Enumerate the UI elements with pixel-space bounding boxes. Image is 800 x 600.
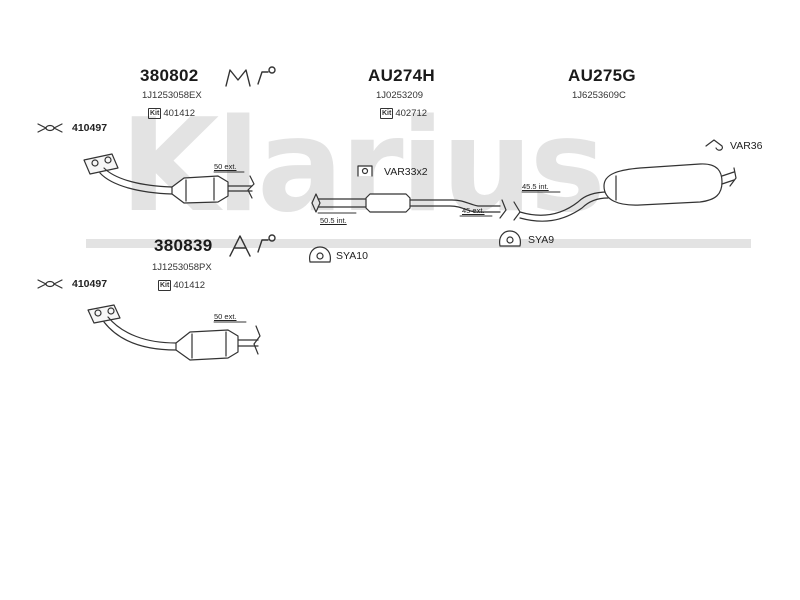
middle-silencer — [311, 193, 507, 219]
hanger-label-var33: VAR33x2 — [384, 166, 428, 178]
gasket-label-bottom: 410497 — [72, 278, 108, 290]
gasket-label-top: 410497 — [72, 122, 108, 134]
hanger-label-var36: VAR36 — [730, 140, 763, 152]
kit-number: 401412 — [163, 108, 196, 119]
hanger-glyphs — [309, 139, 723, 263]
kit-icon: Kit — [148, 108, 162, 119]
hanger-label-sya9: SYA9 — [528, 234, 555, 246]
fitting-type-glyphs — [225, 66, 276, 257]
catalytic-converter-bottom — [87, 304, 261, 361]
rear-silencer — [513, 163, 737, 222]
part-number-au275g: AU275G — [568, 66, 636, 85]
oem-number: 1J6253609C — [572, 90, 626, 101]
dimension-label: 45.5 int. — [522, 182, 549, 191]
kit-number: 401412 — [173, 280, 206, 291]
kit-icon: Kit — [380, 108, 394, 119]
oem-number: 1J0253209 — [376, 90, 424, 101]
dimension-ticks — [213, 171, 561, 323]
kit-number: 402712 — [395, 108, 428, 119]
part-number-380839: 380839 — [154, 236, 213, 255]
watermark-bar — [86, 239, 751, 248]
kit-reference: Kit 401412 — [148, 108, 195, 119]
dimension-label: 50.5 int. — [320, 216, 347, 225]
part-number-au274h: AU274H — [368, 66, 435, 85]
dimension-label: 50 ext. — [214, 312, 237, 321]
kit-reference: Kit 401412 — [158, 280, 205, 291]
gasket-glyphs — [37, 123, 63, 289]
kit-reference: Kit 402712 — [380, 108, 427, 119]
dimension-label: 50 ext. — [214, 162, 237, 171]
oem-number: 1J1253058PX — [152, 262, 212, 273]
dimension-label: 45 ext. — [462, 206, 485, 215]
oem-number: 1J1253058EX — [142, 90, 202, 101]
catalytic-converter-top — [83, 153, 255, 204]
kit-icon: Kit — [158, 280, 172, 291]
hanger-label-sya10: SYA10 — [336, 250, 368, 262]
part-number-380802: 380802 — [140, 66, 199, 85]
